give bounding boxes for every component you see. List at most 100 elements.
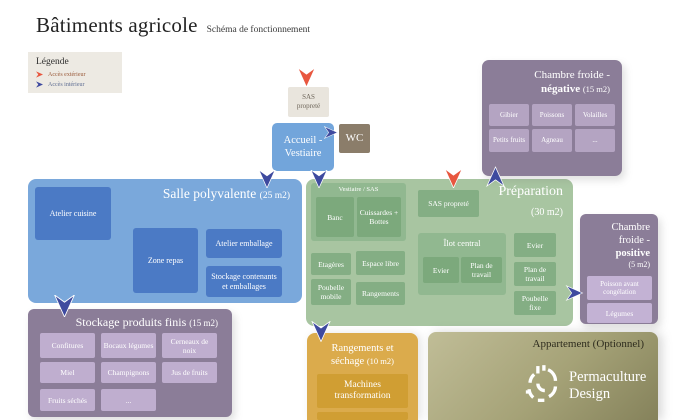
cfp-title: Chambre froide - positive (5 m2) (580, 221, 651, 270)
zone-autre-stock: ... (101, 389, 156, 411)
room-size: (25 m2) (259, 191, 290, 201)
zone-autre: ... (575, 129, 615, 152)
legend-item-label: Accès intérieur (48, 81, 85, 88)
room-label: Vestiaire (284, 148, 322, 159)
legend-item-exterior: Accès extérieur (36, 71, 122, 78)
zone-label: Gibier (500, 110, 518, 119)
zone-cerneaux-noix: Cerneaux de noix (162, 333, 217, 358)
zone-banc: Banc (316, 197, 354, 237)
zone-label: Îlot central (443, 238, 481, 248)
zone-label: Jus de fruits (171, 368, 208, 377)
zone-label: Machines transformation (334, 379, 391, 401)
zone-ilot-plan-travail: Plan de travail (461, 257, 502, 283)
zone-label: Etagères (318, 259, 344, 269)
legend: Légende Accès extérieur Accès intérieur (28, 52, 122, 93)
zone-poubelle-fixe: Poubelle fixe (514, 291, 556, 315)
zone-label: Fruits séchés (48, 395, 87, 405)
room-title: Chambre froide - (534, 69, 610, 81)
room-label: SAS (302, 93, 315, 102)
room-size: (10 m2) (366, 356, 394, 367)
zone-machines-transformation: Machines transformation (317, 374, 408, 408)
cfn-title: Chambre froide - négative (15 m2) (482, 68, 610, 97)
zone-label: Evier (432, 265, 450, 275)
zone-label: Poissons (539, 110, 565, 119)
room-title-bold: négative (540, 83, 581, 96)
room-title: Chambre (611, 222, 651, 233)
interior-arrow-to-rangements-icon (311, 321, 331, 342)
zone-espace-libre: Espace libre (356, 251, 405, 275)
room-label: Accueil - (283, 134, 323, 146)
zone-poubelle-mobile: Poubelle mobile (311, 279, 351, 305)
zone-label: Cerneaux de noix (170, 336, 209, 355)
interior-access-arrow-icon (36, 81, 43, 88)
interior-arrow-to-stockage-icon (54, 295, 75, 317)
interior-arrow-to-salle-icon (258, 170, 276, 188)
room-title: séchage (330, 356, 365, 368)
exterior-arrow-entry-sas-icon (297, 68, 316, 87)
interior-arrow-to-chambre-positive-icon (565, 285, 584, 301)
zone-label: Volailles (582, 110, 608, 119)
zone-label: Poisson avant congélation (600, 279, 639, 296)
room-title: Stockage produits finis (75, 315, 187, 329)
zone-label: Poubelle mobile (317, 283, 345, 301)
legend-title: Légende (36, 57, 69, 67)
room-size: (15 m2) (582, 84, 610, 95)
zone-label: ... (125, 395, 132, 405)
zone-label: Zone repas (147, 255, 184, 265)
zone-label: Evier (526, 240, 544, 250)
zone-label: ... (592, 136, 598, 145)
zone-petits-fruits: Petits fruits (489, 129, 529, 152)
zone-stockage-contenants: Stockage contenants et emballages (206, 266, 282, 297)
brand-line: Permaculture (569, 368, 647, 385)
room-label: WC (345, 131, 364, 144)
zone-volailles: Volailles (575, 104, 615, 126)
room-label: propreté (296, 102, 321, 110)
room-title: Préparation (498, 184, 563, 199)
room-title: Appartement (Optionnel) (532, 338, 645, 350)
legend-item-label: Accès extérieur (48, 71, 86, 78)
exterior-arrow-prep-sas-icon (444, 169, 463, 188)
zone-label: Atelier cuisine (49, 208, 97, 218)
page-header: Bâtiments agricole Schéma de fonctionnem… (36, 13, 310, 38)
permaculture-design-logo-icon (525, 365, 558, 402)
zone-plan-travail: Plan de travail (514, 262, 556, 286)
zone-label: SAS propreté (428, 199, 469, 208)
zone-label: Atelier emballage (215, 238, 273, 248)
zone-etageres: Etagères (311, 253, 351, 275)
room-appartement (428, 332, 658, 420)
zone-label: Légumes (605, 308, 634, 318)
room-wc: WC (339, 124, 370, 153)
zone-label: Vestiaire / SAS (338, 186, 379, 193)
interior-arrow-to-chambre-negative-icon (486, 166, 505, 187)
zone-confitures: Confitures (40, 333, 95, 358)
zone-label: Rangements (361, 289, 400, 298)
rangements-title: Rangements et séchage (10 m2) (307, 342, 418, 368)
room-size: (30 m2) (531, 207, 563, 218)
zone-legumes: Légumes (587, 303, 652, 323)
zone-jus-de-fruits: Jus de fruits (162, 362, 217, 383)
room-entry-sas-proprete: SAS propreté (288, 87, 329, 117)
exterior-access-arrow-icon (36, 71, 43, 78)
zone-atelier-emballage: Atelier emballage (206, 229, 282, 258)
zone-champignons: Champignons (101, 362, 156, 383)
room-accueil-vestiaire: Accueil - Vestiaire (272, 123, 334, 171)
zone-label: Banc (327, 212, 343, 222)
zone-rangements: Rangements (356, 282, 405, 305)
zone-label: Petits fruits (492, 136, 526, 145)
zone-label: Poubelle fixe (521, 294, 549, 312)
interior-arrow-accueil-to-wc-icon (324, 126, 338, 139)
page-title: Bâtiments agricole (36, 13, 198, 37)
zone-atelier-cuisine: Atelier cuisine (35, 187, 111, 240)
permaculture-design-brand: Permaculture Design (524, 363, 646, 408)
zone-cuissardes-bottes: Cuissardes + Bottes (357, 197, 401, 237)
stock-title: Stockage produits finis (15 m2) (28, 315, 218, 330)
zone-label: Espace libre (362, 258, 399, 268)
brand-line: Design (569, 385, 611, 402)
zone-label: Champignons (107, 368, 150, 377)
zone-poisson-avant-congelation: Poisson avant congélation (587, 276, 652, 300)
zone-label: Bocaux légumes (103, 341, 154, 350)
zone-evier: Evier (514, 233, 556, 257)
zone-label: Agneau (541, 136, 563, 145)
zone-bocaux-legumes: Bocaux légumes (101, 333, 156, 358)
